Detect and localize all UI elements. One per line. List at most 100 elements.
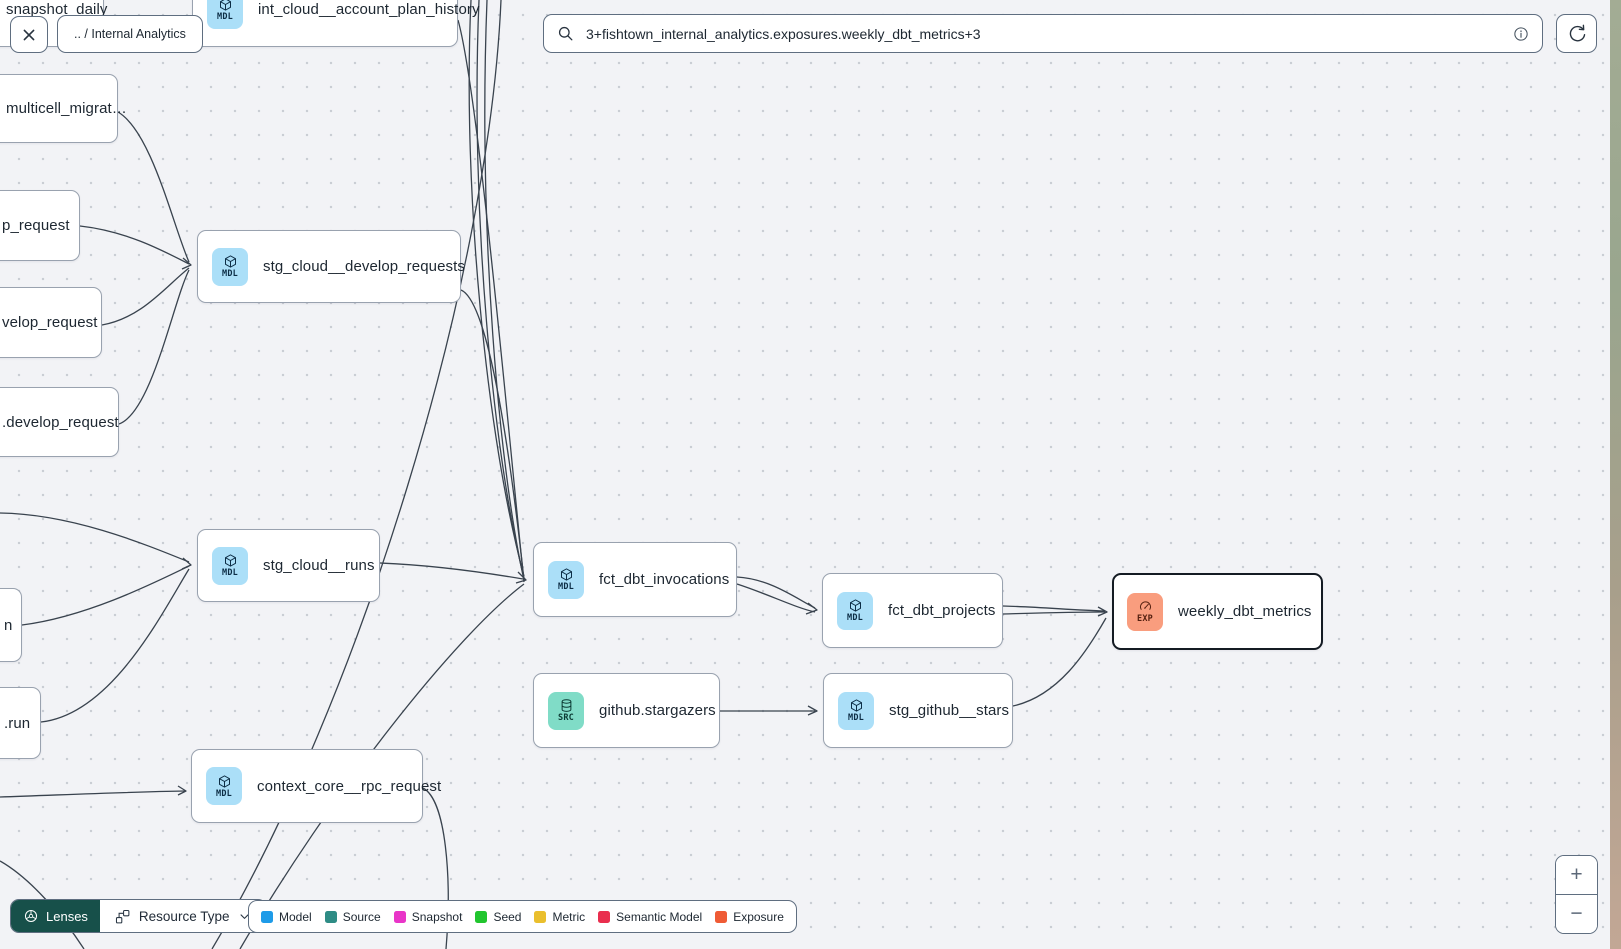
model-cube-icon <box>559 567 574 582</box>
lenses-label: Lenses <box>46 908 88 924</box>
model-cube-badge: MDL <box>207 0 243 29</box>
legend-swatch <box>393 910 406 923</box>
graph-node-run_cut[interactable]: MDL.run <box>0 687 41 759</box>
exposure-gauge-badge: EXP <box>1127 592 1163 631</box>
legend-item-source: Source <box>324 909 381 924</box>
node-label: int_cloud__account_plan_history <box>258 1 480 18</box>
search-icon <box>558 26 573 41</box>
edge-arrowhead <box>177 785 187 796</box>
lineage-edge <box>117 111 190 263</box>
graph-node-n_cut[interactable]: MDLn <box>0 588 22 662</box>
edge-arrowhead <box>181 557 192 570</box>
node-label: .develop_request <box>2 413 119 431</box>
badge-label: SRC <box>558 713 574 723</box>
badge-label: MDL <box>558 582 574 592</box>
zoom-in-button[interactable]: + <box>1556 856 1597 894</box>
lineage-edge <box>476 0 525 579</box>
breadcrumb-label: .. / Internal Analytics <box>74 27 186 41</box>
graph-node-p_request[interactable]: MDLp_request <box>0 190 80 261</box>
graph-node-context_core__rpc_request[interactable]: MDL context_core__rpc_request <box>191 749 441 823</box>
lenses-button[interactable]: Lenses <box>11 900 100 932</box>
close-button[interactable] <box>10 16 48 53</box>
resource-type-dropdown[interactable]: Resource Type <box>99 900 267 932</box>
legend-swatch <box>715 910 728 923</box>
node-label: context_core__rpc_request <box>257 777 442 795</box>
edge-arrowhead <box>181 257 192 270</box>
node-label: velop_request <box>2 314 98 331</box>
graph-node-stg_github__stars[interactable]: MDL stg_github__stars <box>823 673 1013 748</box>
lineage-edge <box>468 0 525 577</box>
model-cube-icon <box>217 774 232 789</box>
model-cube-icon <box>849 698 864 713</box>
lineage-edge <box>79 225 190 265</box>
breadcrumb[interactable]: .. / Internal Analytics <box>57 15 203 53</box>
badge-label: MDL <box>847 613 863 623</box>
badge-label: MDL <box>848 713 864 723</box>
legend-label: Seed <box>493 909 522 924</box>
lineage-edge <box>21 565 190 626</box>
zoom-controls: + − <box>1555 855 1598 934</box>
search-input[interactable] <box>584 24 1503 43</box>
model-cube-icon <box>218 0 233 12</box>
legend-swatch <box>598 910 611 923</box>
edge-arrowhead <box>1097 606 1108 617</box>
badge-label: MDL <box>222 568 238 578</box>
legend-label: Source <box>342 909 381 924</box>
legend-item-exposure: Exposure <box>715 910 784 924</box>
model-cube-badge: MDL <box>212 247 248 286</box>
model-cube-icon <box>848 598 863 613</box>
zoom-out-button[interactable]: − <box>1556 894 1597 933</box>
lineage-edge <box>484 0 525 581</box>
lenses-icon <box>24 909 38 923</box>
legend-item-model: Model <box>261 910 312 924</box>
model-cube-badge: MDL <box>837 591 873 630</box>
graph-node-multicell_migrat[interactable]: MDLmulticell_migrat… <box>0 74 127 143</box>
model-cube-badge: MDL <box>838 691 874 730</box>
node-label: stg_github__stars <box>889 702 1010 719</box>
lineage-edge <box>0 790 186 798</box>
model-cube-badge: MDL <box>206 767 242 805</box>
edge-arrowhead <box>805 602 818 615</box>
graph-node-fct_dbt_invocations[interactable]: MDL fct_dbt_invocations <box>533 542 737 617</box>
chevron-down-icon <box>241 913 249 919</box>
zoom-out-label: − <box>1570 902 1583 925</box>
refresh-button[interactable] <box>1556 14 1597 53</box>
lenses-bar: Lenses Resource Type <box>10 899 268 933</box>
model-cube-badge: MDL <box>212 546 248 585</box>
edge-arrowhead <box>807 705 818 716</box>
resource-type-icon <box>115 909 130 923</box>
node-label: github.stargazers <box>599 702 716 719</box>
node-label: fct_dbt_invocations <box>599 571 730 588</box>
graph-node-develop_request[interactable]: MDL.develop_request <box>0 387 119 457</box>
legend-label: Snapshot <box>411 909 463 924</box>
lineage-edge <box>457 19 525 583</box>
node-label: .run <box>4 714 31 732</box>
graph-node-velop_request[interactable]: MDLvelop_request <box>0 287 102 358</box>
zoom-in-label: + <box>1570 863 1583 886</box>
close-icon <box>23 29 35 40</box>
node-label: n <box>4 616 13 634</box>
graph-node-int_cloud__account_plan_history[interactable]: MDL int_cloud__account_plan_history <box>192 0 479 47</box>
legend-item-semantic-model: Semantic Model <box>598 910 702 924</box>
legend-label: Metric <box>552 909 586 924</box>
graph-node-github.stargazers[interactable]: SRC github.stargazers <box>533 673 720 748</box>
desktop-wallpaper-strip <box>1610 0 1621 949</box>
lineage-edge <box>1002 611 1106 615</box>
legend-swatch <box>534 910 547 923</box>
info-icon[interactable] <box>1512 25 1530 43</box>
node-label: multicell_migrat… <box>6 100 127 117</box>
lineage-edge <box>0 512 190 563</box>
model-cube-badge: MDL <box>548 560 584 599</box>
search-bar[interactable] <box>543 14 1543 53</box>
model-cube-icon <box>223 254 238 269</box>
lineage-edge <box>101 267 190 326</box>
legend-item-seed: Seed <box>475 910 521 924</box>
lineage-edge <box>1012 617 1107 707</box>
lineage-edge <box>736 583 816 613</box>
